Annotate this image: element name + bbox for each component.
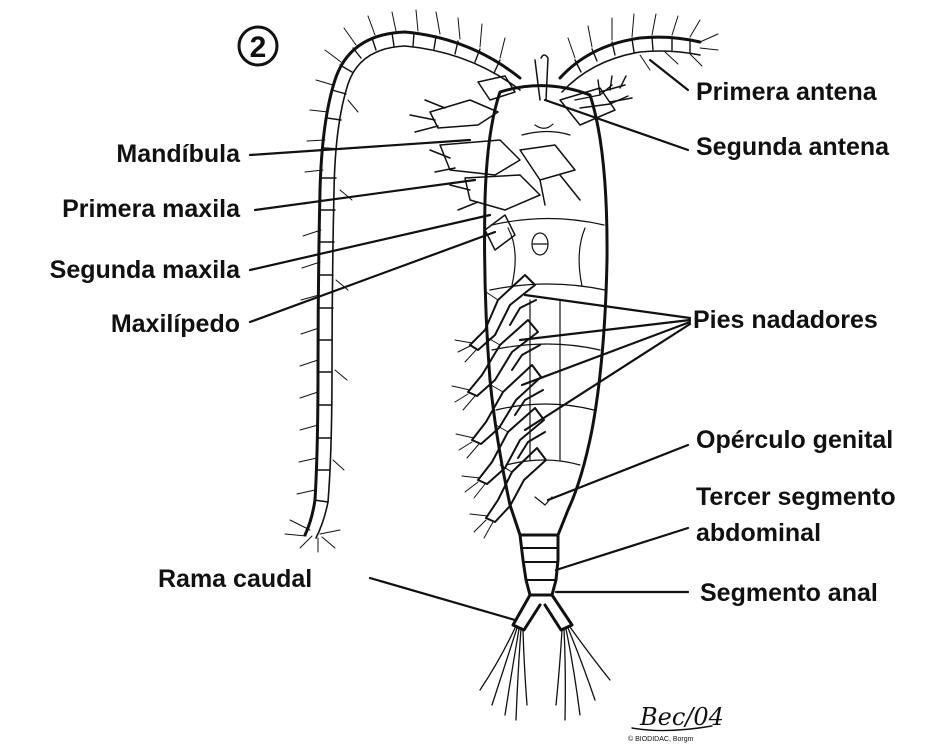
first-antenna-left-segments (314, 33, 500, 502)
leader-primera-antena (650, 60, 688, 90)
caudal-setae (480, 627, 610, 720)
leader-segunda-antena (545, 100, 688, 150)
label-pies-nadadores: Pies nadadores (693, 306, 878, 334)
figure-number-badge: 2 (239, 27, 277, 65)
label-operculo-genital: Opérculo genital (696, 426, 893, 454)
copyright-text: © BIODIDAC, Borgm (628, 735, 694, 743)
label-tercer-segmento-line1: Tercer segmento (696, 483, 896, 511)
label-primera-antena: Primera antena (696, 78, 878, 106)
leader-operculo-genital (548, 445, 688, 500)
leader-segunda-maxila (250, 215, 490, 270)
leader-rama-caudal (370, 578, 515, 620)
label-segmento-anal: Segmento anal (700, 579, 878, 607)
label-tercer-segmento-line2: abdominal (696, 519, 821, 547)
leg-setae (452, 292, 512, 538)
leader-lines (250, 60, 690, 620)
copepod-illustration (285, 10, 718, 720)
label-segunda-maxila: Segunda maxila (50, 256, 241, 284)
label-rama-caudal: Rama caudal (158, 565, 312, 593)
caudal-ramus-right (545, 595, 572, 630)
caudal-ramus-left (513, 595, 540, 630)
leader-maxilipedo (250, 232, 495, 322)
label-primera-maxila: Primera maxila (62, 195, 241, 223)
leader-primera-maxila (255, 180, 475, 210)
prosome (485, 86, 607, 535)
leader-tercer-segmento (556, 528, 688, 570)
label-segunda-antena: Segunda antena (696, 133, 890, 161)
urosome (520, 535, 558, 595)
label-mandibula: Mandíbula (116, 140, 241, 168)
figure-number: 2 (250, 31, 267, 64)
leader-pies-3 (522, 322, 690, 385)
credit: Bec/04 © BIODIDAC, Borgm (628, 703, 724, 743)
leader-pies-4 (525, 324, 690, 430)
label-maxilipedo: Maxilípedo (111, 310, 240, 338)
leader-pies-1 (525, 295, 690, 318)
